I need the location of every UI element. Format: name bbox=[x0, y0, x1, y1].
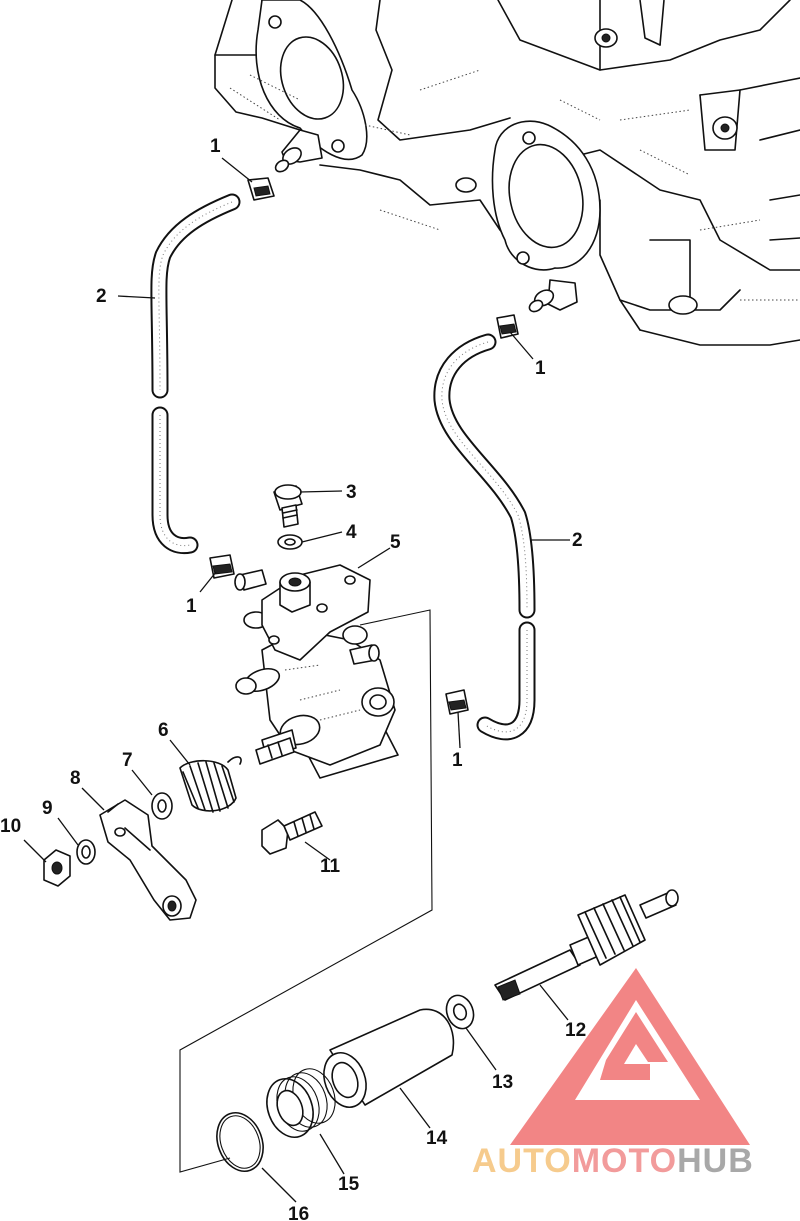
hex-nut bbox=[43, 849, 71, 887]
flat-washer bbox=[151, 792, 173, 820]
control-lever bbox=[99, 799, 197, 921]
return-spring bbox=[179, 756, 242, 813]
watermark-logo-mark bbox=[600, 1012, 668, 1080]
callout-1-top-left: 1 bbox=[210, 136, 221, 157]
hose-left bbox=[150, 193, 241, 555]
callout-labels: 1 1 1 1 2 2 3 4 5 6 7 8 9 10 11 12 13 14… bbox=[0, 136, 586, 1221]
retaining-ring bbox=[216, 1112, 264, 1172]
callout-12: 12 bbox=[565, 1020, 586, 1041]
callout-4: 4 bbox=[346, 522, 357, 543]
callout-9: 9 bbox=[42, 798, 53, 819]
callout-2-right: 2 bbox=[572, 530, 583, 551]
callout-11: 11 bbox=[320, 856, 341, 877]
callout-14: 14 bbox=[426, 1128, 448, 1149]
assembly-bracket bbox=[179, 609, 433, 1173]
hose-clamp-top-left bbox=[247, 177, 275, 201]
callout-10: 10 bbox=[0, 816, 21, 837]
hose-clamp-top-right bbox=[496, 314, 519, 339]
callout-3: 3 bbox=[346, 482, 357, 503]
hose-clamp-lower-right bbox=[445, 689, 469, 715]
thrust-washer bbox=[445, 994, 475, 1030]
watermark-text-moto: MOTO bbox=[572, 1142, 677, 1180]
callout-6: 6 bbox=[158, 720, 169, 741]
callout-7: 7 bbox=[122, 750, 133, 771]
drive-shaft-gear bbox=[494, 889, 679, 1001]
watermark-text-hub: HUB bbox=[677, 1142, 754, 1180]
callout-15: 15 bbox=[338, 1174, 360, 1195]
svg-text:AUTOMOTOHUB: AUTOMOTOHUB bbox=[472, 1142, 754, 1180]
engine-fitting-right bbox=[528, 279, 578, 313]
engine-fitting-left bbox=[274, 129, 323, 173]
callout-2-left: 2 bbox=[96, 286, 107, 307]
callout-8: 8 bbox=[70, 768, 81, 789]
callout-13: 13 bbox=[492, 1072, 513, 1093]
banjo-bolt bbox=[273, 484, 303, 528]
hose-right bbox=[433, 333, 536, 741]
engine-cylinder-block bbox=[214, 0, 800, 346]
oil-pump-body bbox=[234, 564, 399, 779]
mounting-bolt bbox=[261, 811, 323, 855]
lock-washer bbox=[76, 839, 96, 865]
automotohub-watermark: AUTOMOTOHUB bbox=[472, 968, 754, 1180]
callout-5: 5 bbox=[390, 532, 401, 553]
shaft-bushing bbox=[323, 1008, 455, 1108]
watermark-text-auto: AUTO bbox=[472, 1142, 572, 1180]
watermark-logo-icon bbox=[510, 968, 750, 1145]
callout-1-top-right: 1 bbox=[535, 358, 546, 379]
callout-16: 16 bbox=[288, 1204, 309, 1221]
drive-spring bbox=[266, 1068, 336, 1138]
leader-lines bbox=[23, 157, 570, 1203]
callout-1-lower-right: 1 bbox=[452, 750, 463, 771]
sealing-washer bbox=[277, 534, 303, 550]
callout-1-lower-left: 1 bbox=[186, 596, 197, 617]
